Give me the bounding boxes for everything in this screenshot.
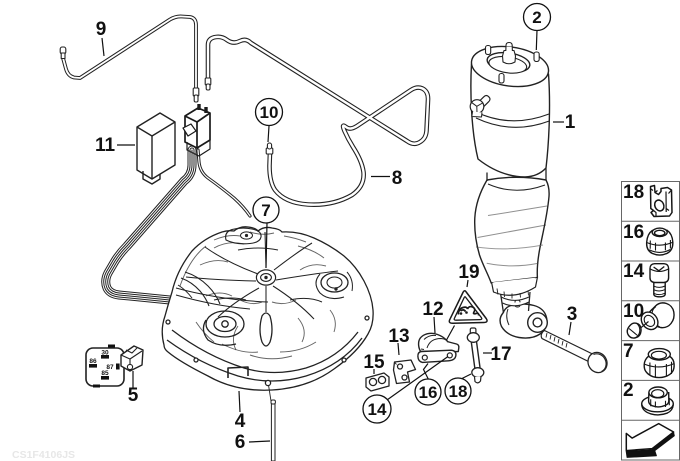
- svg-text:15: 15: [363, 352, 385, 373]
- svg-text:87: 87: [106, 364, 114, 371]
- svg-text:18: 18: [449, 382, 468, 401]
- svg-text:19: 19: [458, 262, 479, 283]
- svg-text:2: 2: [623, 380, 634, 401]
- svg-text:1: 1: [565, 112, 576, 133]
- svg-text:30: 30: [101, 350, 109, 357]
- svg-text:2: 2: [532, 8, 541, 27]
- svg-text:16: 16: [623, 222, 644, 243]
- svg-text:13: 13: [388, 326, 409, 347]
- svg-text:5: 5: [128, 385, 139, 406]
- svg-text:CS1F4106JS: CS1F4106JS: [12, 449, 75, 461]
- svg-text:11: 11: [95, 135, 116, 156]
- svg-text:14: 14: [623, 261, 645, 282]
- svg-text:8: 8: [392, 168, 403, 189]
- svg-text:10: 10: [260, 103, 279, 122]
- svg-text:4: 4: [235, 411, 246, 432]
- svg-text:14: 14: [368, 400, 387, 419]
- svg-text:85: 85: [101, 370, 109, 377]
- svg-text:3: 3: [567, 304, 578, 325]
- svg-text:12: 12: [422, 299, 443, 320]
- svg-text:18: 18: [623, 182, 644, 203]
- svg-text:16: 16: [419, 383, 438, 402]
- svg-text:17: 17: [490, 344, 511, 365]
- svg-text:7: 7: [261, 201, 270, 220]
- svg-text:86: 86: [89, 358, 97, 365]
- svg-text:9: 9: [96, 19, 107, 40]
- svg-text:6: 6: [235, 432, 246, 453]
- svg-text:7: 7: [623, 341, 634, 362]
- svg-text:10: 10: [623, 301, 644, 322]
